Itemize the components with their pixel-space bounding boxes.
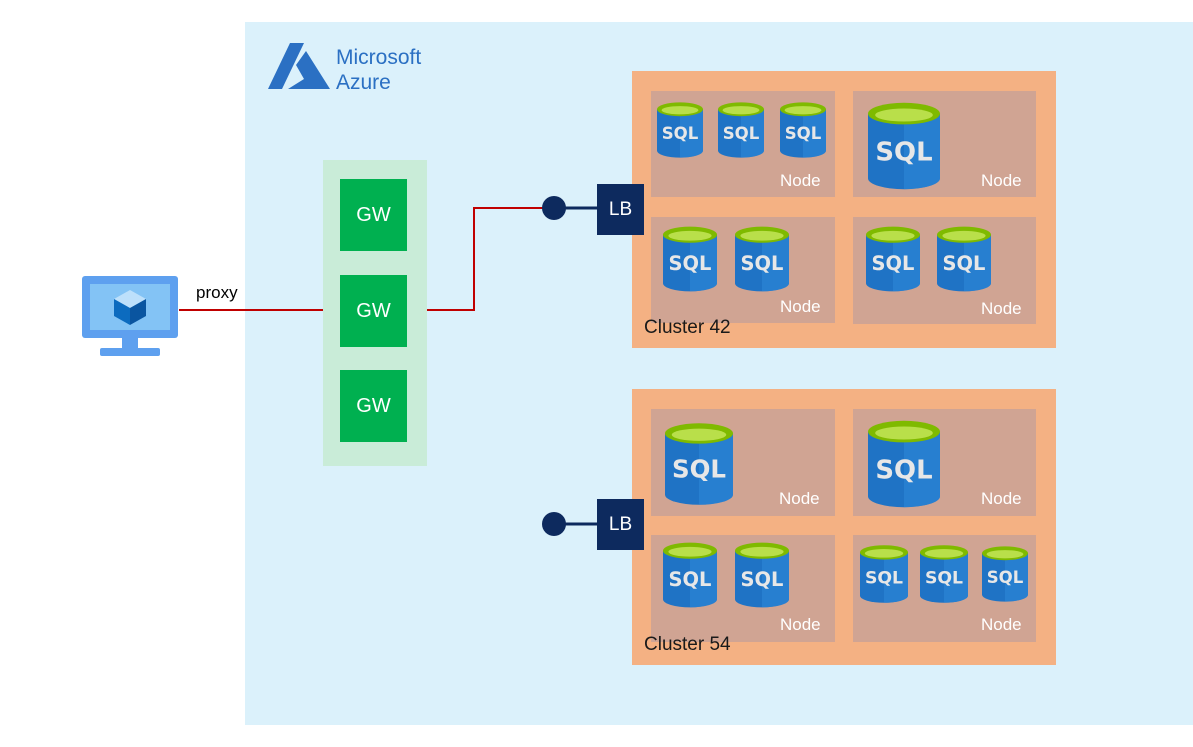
node-label: Node	[981, 171, 1022, 190]
sql-database-icon: SQL	[663, 226, 717, 292]
gateway-box-1: GW	[340, 179, 407, 251]
cluster-54-label: Cluster 54	[644, 634, 731, 655]
gw-to-dot-line	[407, 207, 548, 311]
sql-icon-text: SQL	[872, 252, 915, 275]
sql-icon-text: SQL	[987, 568, 1024, 587]
cluster-42-label: Cluster 42	[644, 317, 731, 338]
sql-icon-text: SQL	[943, 252, 986, 275]
sql-icon-text: SQL	[723, 124, 760, 143]
sql-icon-text: SQL	[669, 252, 712, 275]
node-label: Node	[780, 297, 821, 316]
sql-icon-text: SQL	[669, 568, 712, 591]
endpoint-dot-54	[542, 512, 566, 536]
sql-database-icon: SQL	[663, 542, 717, 608]
node-label: Node	[779, 489, 820, 508]
sql-icon-text: SQL	[785, 124, 822, 143]
sql-database-icon: SQL	[920, 545, 968, 603]
sql-database-icon: SQL	[657, 102, 703, 158]
sql-database-icon: SQL	[735, 542, 789, 608]
sql-database-icon: SQL	[860, 545, 908, 603]
sql-icon-text: SQL	[662, 124, 699, 143]
sql-database-icon: SQL	[868, 102, 940, 190]
azure-logo-icon	[268, 43, 330, 89]
sql-icon-text: SQL	[672, 455, 726, 484]
sql-database-icon: SQL	[718, 102, 764, 158]
sql-database-icon: SQL	[866, 226, 920, 292]
sql-icon-text: SQL	[875, 137, 932, 167]
node-label: Node	[981, 299, 1022, 318]
gateway-box-3: GW	[340, 370, 407, 442]
sql-database-icon: SQL	[982, 546, 1028, 602]
sql-icon-text: SQL	[741, 568, 784, 591]
azure-logo-line2: Azure	[336, 71, 391, 94]
load-balancer-54: LB	[597, 499, 644, 550]
node-label: Node	[981, 615, 1022, 634]
sql-database-icon: SQL	[868, 420, 940, 508]
sql-icon-text: SQL	[741, 252, 784, 275]
sql-database-icon: SQL	[780, 102, 826, 158]
sql-database-icon: SQL	[665, 423, 733, 505]
azure-logo-line1: Microsoft	[336, 46, 422, 69]
sql-database-icon: SQL	[735, 226, 789, 292]
sql-icon-text: SQL	[925, 569, 963, 589]
load-balancer-42: LB	[597, 184, 644, 235]
node-label: Node	[981, 489, 1022, 508]
endpoint-dot-42	[542, 196, 566, 220]
node-label: Node	[780, 615, 821, 634]
gateway-box-2: GW	[340, 275, 407, 347]
virtual-machine-icon	[82, 276, 178, 356]
node-label: Node	[780, 171, 821, 190]
sql-icon-text: SQL	[875, 455, 932, 485]
proxy-label: proxy	[196, 283, 238, 302]
sql-database-icon: SQL	[937, 226, 991, 292]
sql-icon-text: SQL	[865, 569, 903, 589]
